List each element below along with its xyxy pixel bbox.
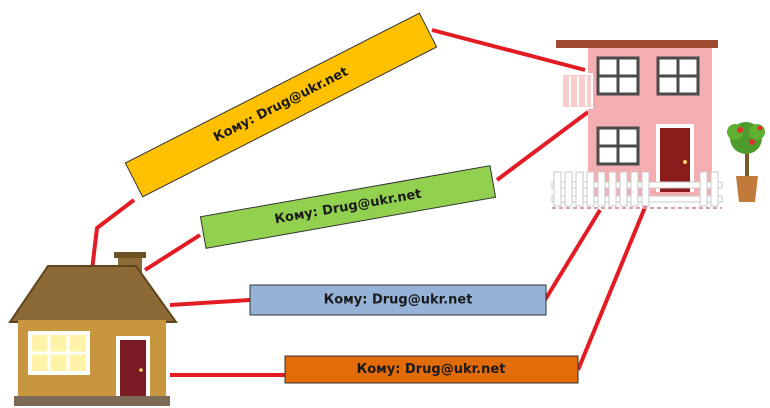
address-label-3-text: Кому: Drug@ukr.net [324,293,473,308]
address-label-1-box [124,12,438,198]
address-label-2: Кому: Drug@ukr.net [199,165,497,249]
address-label-4-box [284,355,579,384]
route-line-3b [543,208,602,302]
address-label-4-text: Кому: Drug@ukr.net [357,362,506,377]
route-line-4b [576,199,650,371]
address-label-3: Кому: Drug@ukr.net [249,284,547,316]
address-label-1: Кому: Drug@ukr.net [124,12,438,198]
recipient-building [551,40,723,209]
address-label-4: Кому: Drug@ukr.net [284,355,579,384]
route-line-2b [495,110,590,182]
sender-house [8,252,178,406]
route-line-3 [169,298,251,307]
address-label-3-box [249,284,547,316]
potted-tree [727,122,765,202]
address-label-2-box [199,165,497,249]
route-line-1b [431,28,586,72]
route-line-1 [90,198,136,271]
connection-lines [90,28,650,377]
house-roof [8,265,178,323]
address-label-1-text: Кому: Drug@ukr.net [211,65,350,146]
route-line-2 [143,233,202,272]
